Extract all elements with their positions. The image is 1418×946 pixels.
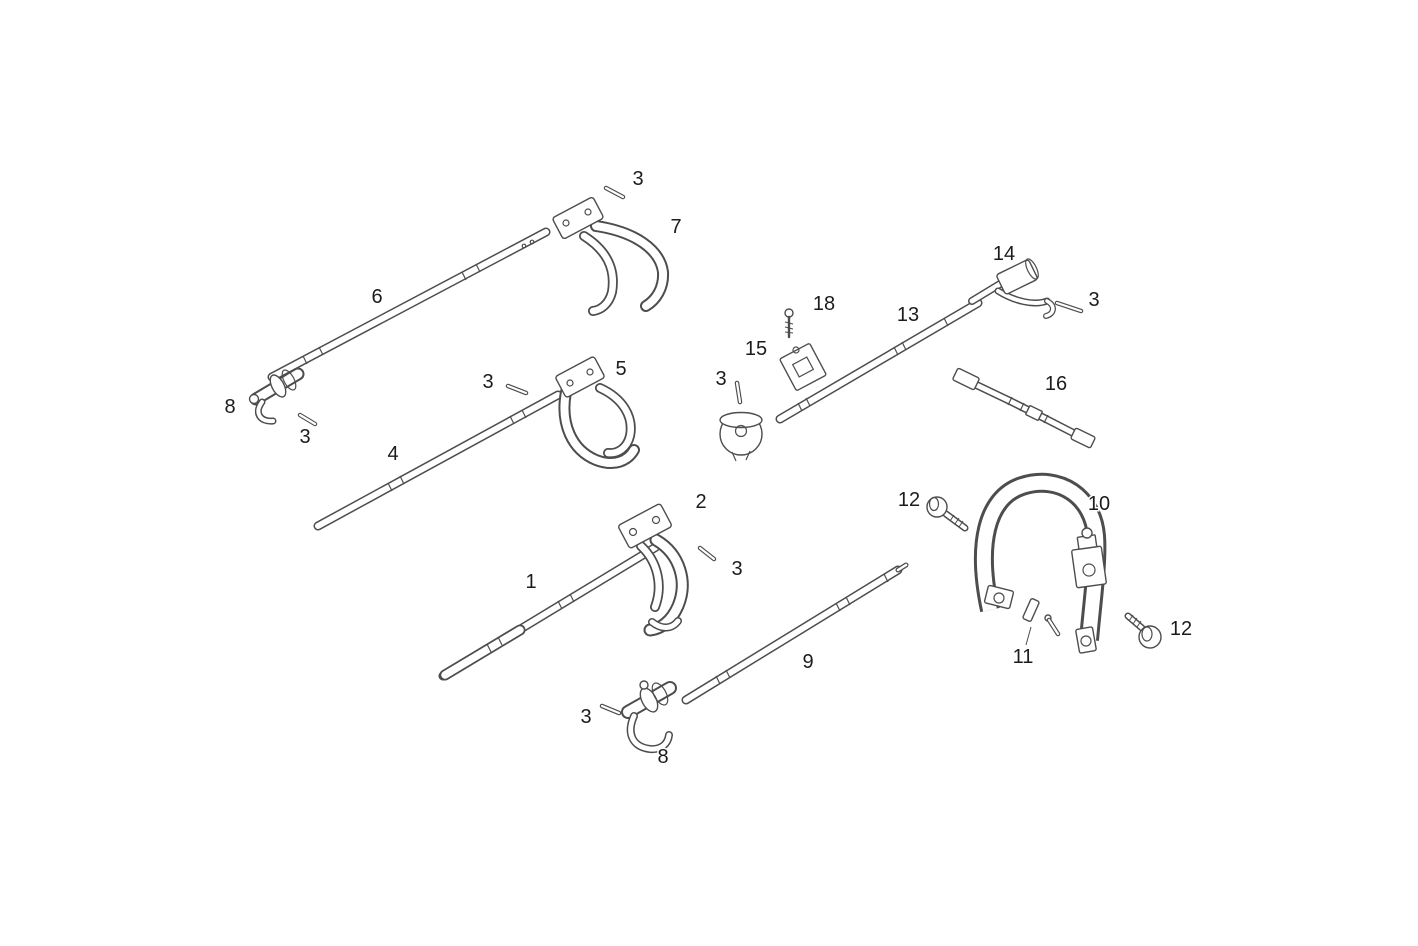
part-3-pin-hub (734, 380, 743, 405)
callouts: 3 7 6 14 3 13 18 15 3 5 3 8 3 4 16 2 12 … (223, 167, 1194, 770)
callout-5: 5 (615, 358, 626, 380)
part-1-shift-rod (438, 542, 661, 681)
callout-3-d: 3 (482, 371, 493, 393)
callout-6: 6 (371, 286, 382, 308)
callout-8-b: 8 (657, 746, 668, 768)
part-10-yoke (973, 472, 1107, 654)
callout-13: 13 (897, 304, 919, 326)
part-11-key (1022, 598, 1061, 646)
part-2-shift-fork (618, 503, 717, 637)
part-3-pin-clamp-lower (599, 703, 622, 716)
part-6-shift-rod (267, 227, 551, 382)
callout-11: 11 (1013, 646, 1034, 668)
callout-7: 7 (670, 216, 681, 238)
callout-8-a: 8 (224, 396, 235, 418)
callout-12-b: 12 (1170, 618, 1192, 640)
callout-3-g: 3 (580, 706, 591, 728)
callout-18: 18 (813, 293, 835, 315)
part-3-pin-clamp-upper (297, 412, 318, 427)
part-hub-with-pin (719, 380, 763, 462)
callout-4: 4 (387, 443, 398, 465)
part-4-shift-rod (313, 390, 563, 531)
part-14-crank (968, 258, 1084, 319)
part-3-pin-crank (1054, 300, 1084, 314)
part-12-bolt-upper (926, 496, 969, 532)
part-3-pin-fork2 (697, 545, 717, 562)
callout-10: 10 (1088, 493, 1110, 515)
callout-1: 1 (525, 571, 536, 593)
callout-3-f: 3 (731, 558, 742, 580)
part-3-pin-fork5 (505, 383, 529, 396)
part-7-shift-fork (552, 185, 670, 316)
part-13-shift-rod (775, 298, 983, 424)
callout-12-a: 12 (898, 489, 920, 511)
part-9-shift-rod (681, 562, 909, 705)
part-8-clamp-upper (248, 367, 318, 427)
callout-9: 9 (802, 651, 813, 673)
part-5-shift-fork (505, 356, 640, 469)
callout-3-b: 3 (1088, 289, 1099, 311)
callout-3-c: 3 (715, 368, 726, 390)
callout-14: 14 (993, 243, 1015, 265)
part-16-linkage (952, 367, 1096, 449)
part-8-clamp-lower (599, 680, 677, 754)
callout-3-a: 3 (632, 168, 643, 190)
callout-16: 16 (1045, 373, 1067, 395)
callout-2: 2 (695, 491, 706, 513)
part-15-bracket (779, 343, 827, 391)
callout-3-e: 3 (299, 426, 310, 448)
part-12-bolt-lower (1124, 612, 1162, 649)
callout-15: 15 (745, 338, 767, 360)
part-18-screw (784, 308, 794, 339)
part-3-pin-top (603, 185, 626, 200)
